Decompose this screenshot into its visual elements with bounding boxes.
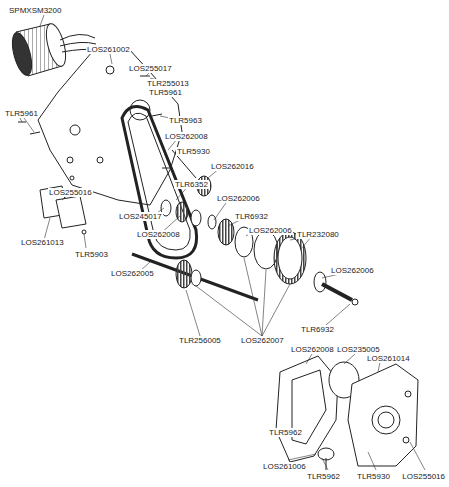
part-number: LOS245017 bbox=[118, 212, 163, 221]
part-number: TLR5962 bbox=[306, 472, 341, 481]
part-number: LOS255017 bbox=[128, 64, 173, 73]
part-number: LOS261006 bbox=[262, 462, 307, 471]
part-number: TLR5962 bbox=[268, 428, 303, 437]
part-number: TLR6352 bbox=[174, 180, 209, 189]
part-number: TLR5963 bbox=[168, 116, 203, 125]
part-number: LOS261013 bbox=[20, 238, 65, 247]
part-number: LOS262006 bbox=[216, 194, 261, 203]
part-number: TLR5903 bbox=[74, 250, 109, 259]
part-number: LOS255016 bbox=[48, 188, 93, 197]
part-number: TLR5930 bbox=[356, 472, 391, 481]
part-number: TLR232080 bbox=[296, 230, 340, 239]
part-number: LOS262008 bbox=[290, 345, 335, 354]
part-number: LOS262007 bbox=[240, 336, 285, 345]
part-number: LOS262006 bbox=[330, 266, 375, 275]
part-number: TLR6932 bbox=[234, 212, 269, 221]
part-number: LOS262008 bbox=[164, 132, 209, 141]
part-number: TLR5930 bbox=[176, 147, 211, 156]
part-number: TLR6932 bbox=[300, 325, 335, 334]
part-number: TLR5961 bbox=[148, 88, 183, 97]
part-number: LOS262006 bbox=[248, 226, 293, 235]
part-number: LOS262016 bbox=[210, 162, 255, 171]
part-number: LOS235005 bbox=[336, 345, 381, 354]
part-number: TLR255013 bbox=[146, 79, 190, 88]
part-number: LOS262005 bbox=[110, 269, 155, 278]
part-number: TLR256005 bbox=[178, 336, 222, 345]
part-number: LOS255016 bbox=[401, 472, 446, 481]
part-number: LOS261014 bbox=[366, 354, 411, 363]
part-number: LOS262008 bbox=[136, 230, 181, 239]
part-number: TLR5961 bbox=[4, 109, 39, 118]
part-number: SPMXSM3200 bbox=[8, 6, 62, 15]
part-number: LOS261002 bbox=[86, 45, 131, 54]
